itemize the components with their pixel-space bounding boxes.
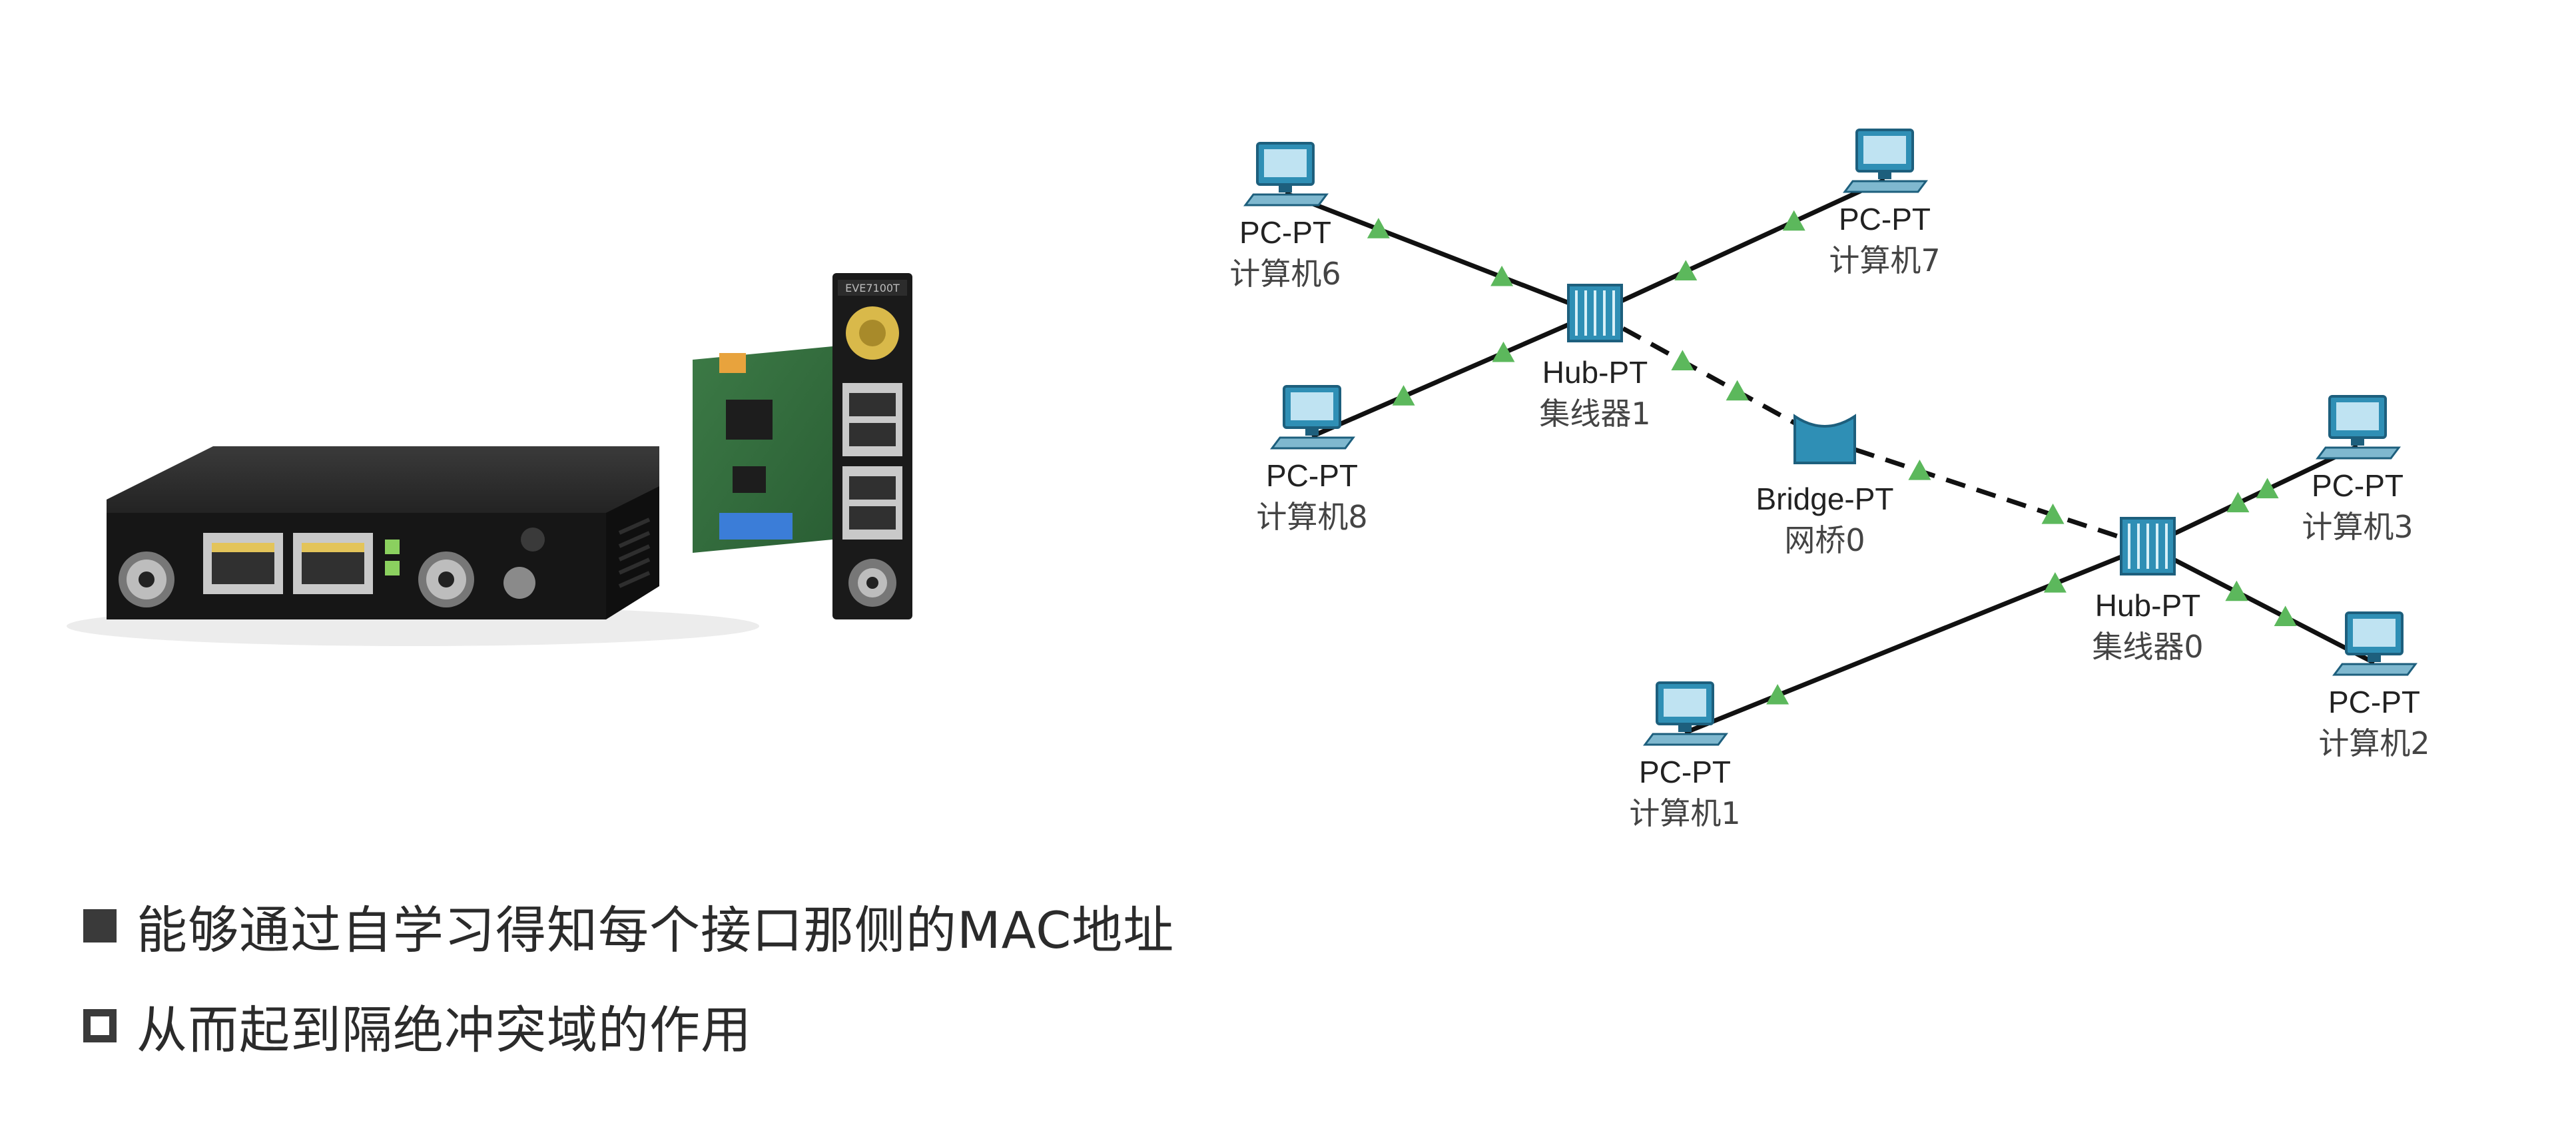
filled-square-bullet-icon [83, 909, 117, 942]
device-name-label: 计算机6 [1229, 256, 1341, 292]
link-line [1311, 310, 1596, 439]
link-status-icon [2043, 572, 2067, 593]
pc-node-pc8[interactable]: PC-PT 计算机8 [1256, 385, 1368, 535]
pc-node-pc6[interactable]: PC-PT 计算机6 [1229, 142, 1341, 292]
link-pc1-hub0 [1684, 544, 2149, 735]
bridge-card-module: EVE7100T [693, 273, 912, 619]
link-status-icon [1766, 683, 1789, 705]
link-line [2146, 444, 2359, 549]
bullet-item: 从而起到隔绝冲突域的作用 [83, 992, 1174, 1060]
device-model-label: Hub-PT [1542, 355, 1648, 390]
bullet-item: 能够通过自学习得知每个接口那侧的MAC地址 [83, 893, 1174, 960]
device-model-label: Hub-PT [2095, 588, 2200, 623]
link-status-icon [1392, 385, 1415, 406]
device-model-label: Bridge-PT [1756, 482, 1893, 516]
nodes-layer: PC-PT计算机6PC-PT计算机7PC-PT计算机8Hub-PT集线器1Bri… [1229, 129, 2430, 831]
pc-icon [1243, 142, 1329, 206]
bridge-device-box [107, 446, 659, 619]
pc-icon [1270, 385, 1355, 450]
links-layer [1284, 177, 2376, 735]
device-model-label: PC-PT [1839, 202, 1931, 236]
hub-icon [1567, 284, 1623, 342]
pc-icon [2332, 611, 2417, 676]
rj45-port [203, 533, 283, 594]
pc-icon [1643, 681, 1728, 746]
hub-node-hub0[interactable]: Hub-PT 集线器0 [2092, 517, 2204, 665]
device-name-label: 计算机7 [1829, 242, 1940, 278]
link-pc7-hub1 [1594, 177, 1886, 316]
link-line [2146, 544, 2376, 665]
device-model-label: PC-PT [1639, 755, 1731, 789]
hub-icon [2120, 517, 2176, 575]
pc-node-pc1[interactable]: PC-PT 计算机1 [1629, 681, 1741, 831]
pc-node-pc3[interactable]: PC-PT 计算机3 [2302, 395, 2414, 545]
link-status-icon [1490, 265, 1514, 286]
device-name-label: 网桥0 [1784, 522, 1865, 558]
link-status-icon [1674, 260, 1698, 280]
device-model-label: PC-PT [1239, 215, 1331, 250]
card-face-label: EVE7100T [845, 282, 900, 294]
device-model-label: PC-PT [2328, 685, 2420, 719]
link-pc2-hub0 [2146, 544, 2376, 665]
device-model-label: PC-PT [1266, 458, 1358, 493]
dashed-link-line [1823, 437, 2149, 549]
bridge-node-bridge0[interactable]: Bridge-PT 网桥0 [1756, 414, 1894, 558]
link-pc8-hub1 [1311, 310, 1596, 439]
bridge-icon [1793, 414, 1856, 464]
device-name-label: 计算机3 [2302, 509, 2413, 545]
link-line [1284, 190, 1596, 316]
link-pc6-hub1 [1284, 190, 1596, 316]
device-name-label: 集线器0 [2092, 629, 2203, 665]
dashed-link-line [1594, 310, 1826, 442]
link-status-icon [1908, 459, 1931, 480]
link-status-icon [1726, 380, 1749, 401]
device-name-label: 计算机1 [1629, 795, 1740, 831]
link-status-icon [2274, 605, 2297, 626]
device-name-label: 计算机2 [2318, 725, 2429, 761]
link-status-icon [1671, 350, 1694, 370]
link-hub1-bridge0 [1594, 310, 1826, 442]
device-name-label: 计算机8 [1256, 499, 1367, 535]
bullet-list: 能够通过自学习得知每个接口那侧的MAC地址 从而起到隔绝冲突域的作用 [83, 893, 1174, 1092]
bridge-device-photos: EVE7100T [60, 253, 979, 679]
bullet-text: 从而起到隔绝冲突域的作用 [137, 1000, 752, 1060]
link-bridge0-hub0 [1823, 437, 2149, 549]
link-status-icon [1492, 341, 1515, 362]
link-status-icon [2225, 580, 2248, 601]
link-pc3-hub0 [2146, 444, 2359, 549]
link-status-icon [1782, 210, 1805, 231]
hub-node-hub1[interactable]: Hub-PT 集线器1 [1539, 284, 1651, 432]
link-status-icon [1367, 218, 1390, 238]
link-status-icon [2256, 478, 2279, 499]
pc-icon [1843, 129, 1928, 193]
bnc-connector [119, 552, 174, 607]
device-model-label: PC-PT [2312, 468, 2404, 503]
hollow-square-bullet-icon [83, 1009, 117, 1042]
link-status-icon [2041, 504, 2065, 524]
bnc-connector [418, 552, 474, 607]
rj45-port [293, 533, 373, 594]
link-line [1594, 177, 1886, 316]
pc-icon [2316, 395, 2401, 460]
link-line [1684, 544, 2149, 735]
bullet-text: 能够通过自学习得知每个接口那侧的MAC地址 [137, 901, 1175, 960]
device-name-label: 集线器1 [1539, 396, 1650, 432]
pc-node-pc2[interactable]: PC-PT 计算机2 [2318, 611, 2430, 761]
bridge-hardware-illustration: EVE7100T [67, 273, 912, 646]
pc-node-pc7[interactable]: PC-PT 计算机7 [1829, 129, 1941, 278]
link-status-icon [2226, 492, 2250, 513]
